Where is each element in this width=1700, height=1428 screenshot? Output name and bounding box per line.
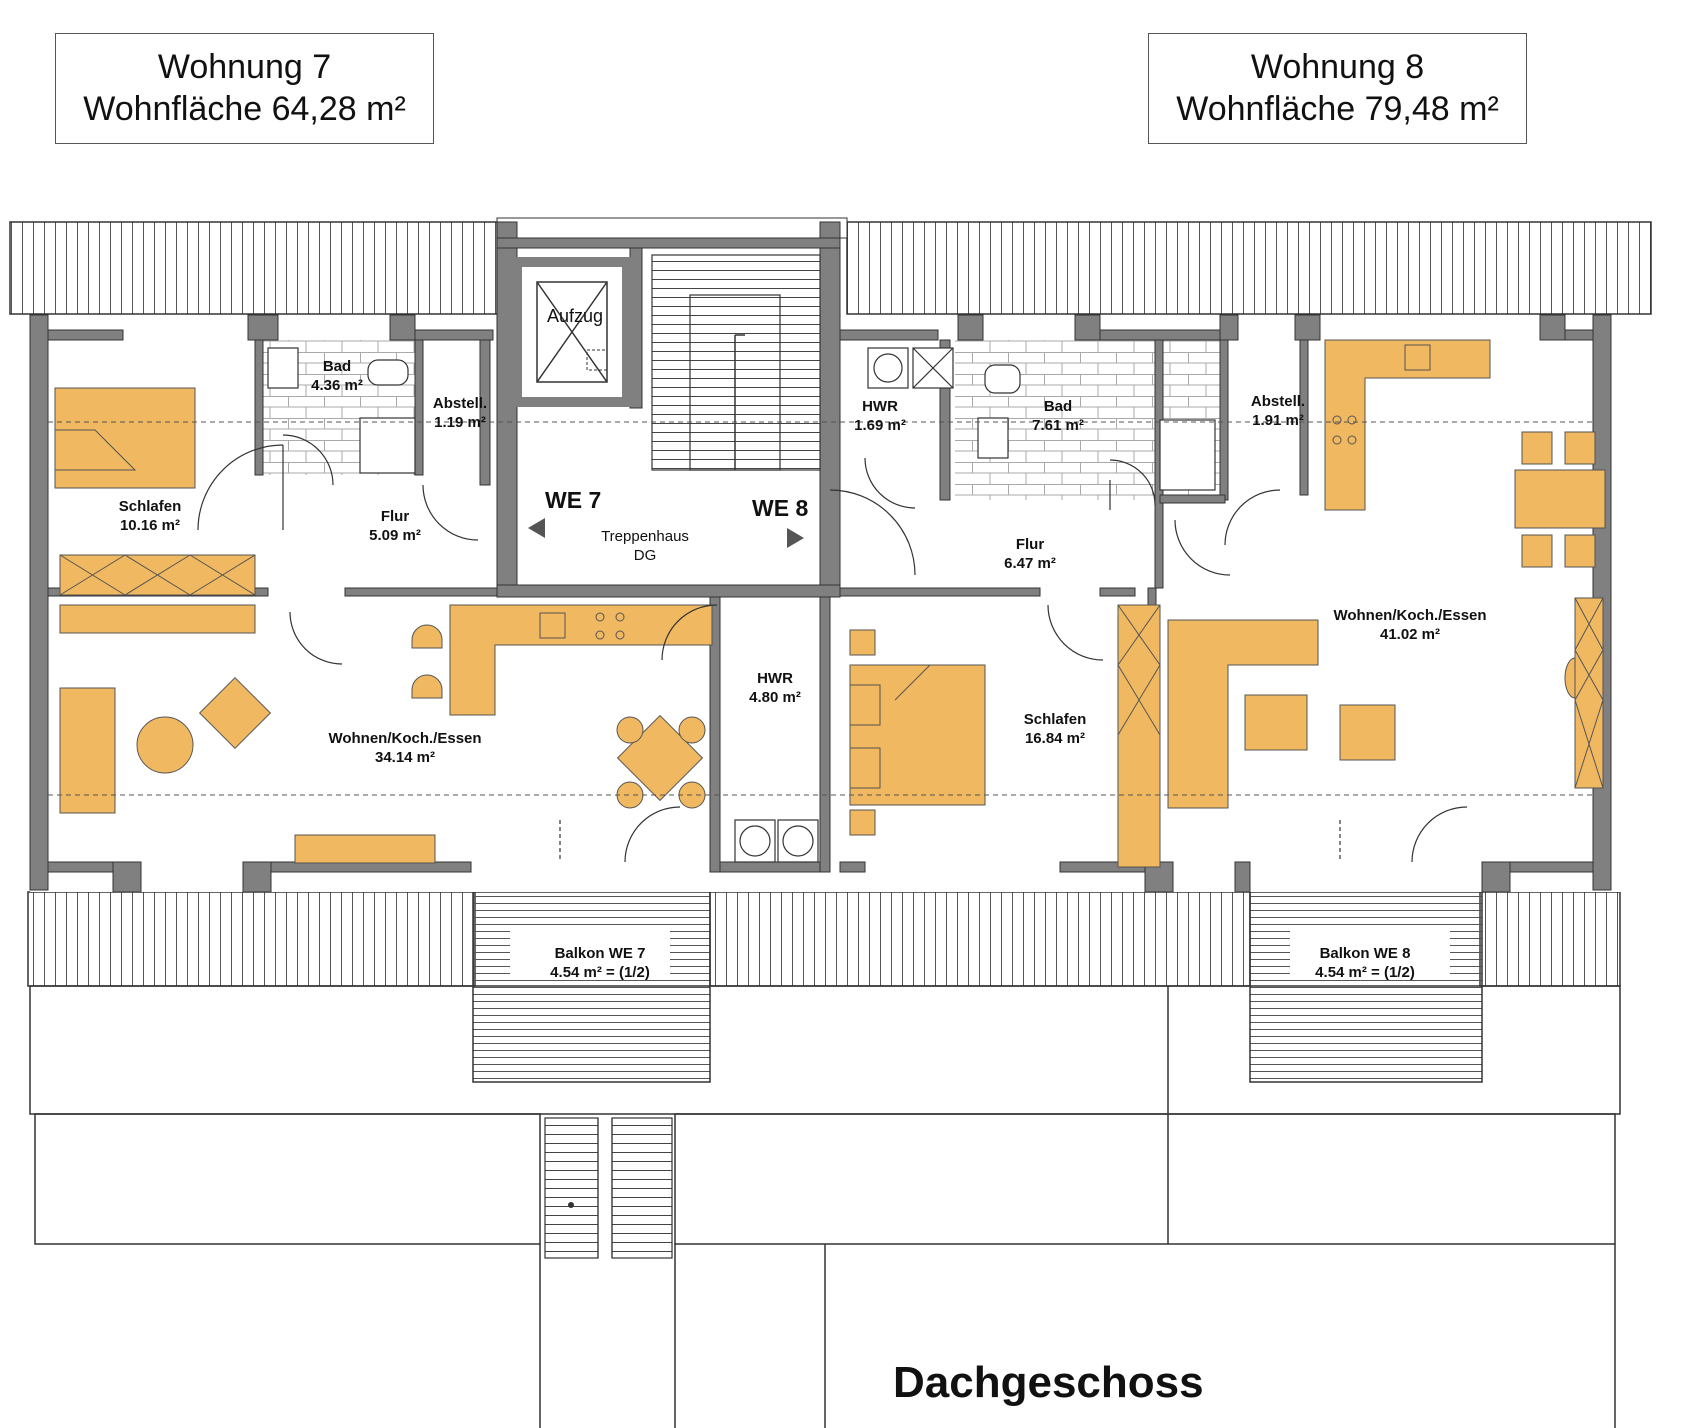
room-we8-abstell: Abstell. 1.91 m²	[1251, 392, 1305, 430]
room-we7-bad: Bad 4.36 m²	[311, 357, 363, 395]
room-name: HWR	[862, 398, 898, 415]
stairwell-name: Treppenhaus	[601, 528, 689, 545]
room-we8-bad: Bad 7.61 m²	[1032, 397, 1084, 435]
room-area: 5.09 m²	[369, 527, 421, 544]
balcony-area: 4.54 m² = (1/2)	[550, 964, 650, 981]
room-name: Wohnen/Koch./Essen	[1333, 607, 1487, 624]
room-area: 1.19 m²	[434, 414, 486, 431]
room-name: Schlafen	[1023, 711, 1087, 728]
room-name: Flur	[380, 508, 410, 525]
balcony-we7: Balkon WE 7 4.54 m² = (1/2)	[550, 944, 650, 982]
apartment-8-title: Wohnung 8	[1250, 48, 1425, 86]
room-name: Bad	[322, 358, 352, 375]
room-we7-wohnen: Wohnen/Koch./Essen 34.14 m²	[328, 729, 481, 767]
roof-top	[9, 217, 1652, 315]
bath-we7-fixtures	[267, 347, 416, 474]
room-area: 4.80 m²	[749, 689, 801, 706]
room-area: 4.36 m²	[311, 377, 363, 394]
floor-label: Dachgeschoss	[893, 1358, 1204, 1407]
bath-we8-fixtures	[867, 347, 1216, 491]
room-we7-hwr: HWR 4.80 m²	[749, 669, 801, 707]
elevator-shaft	[512, 257, 632, 407]
room-area: 34.14 m²	[374, 749, 436, 766]
room-name: Bad	[1043, 398, 1073, 415]
room-name: HWR	[757, 670, 793, 687]
room-we7-flur: Flur 5.09 m²	[369, 507, 421, 545]
stairwell-level: DG	[633, 547, 657, 564]
room-name: Schlafen	[118, 498, 182, 515]
we7-arrow	[528, 518, 545, 538]
roof-bottom	[27, 891, 1621, 987]
furniture-we8	[849, 431, 1606, 868]
apartment-8-title-box: Wohnung 8 Wohnfläche 79,48 m²	[1148, 33, 1527, 144]
room-we8-schlafen: Schlafen 16.84 m²	[1024, 710, 1087, 748]
room-we8-hwr: HWR 1.69 m²	[854, 397, 906, 435]
slope-lines	[48, 421, 1593, 796]
we8-marker: WE 8	[752, 495, 809, 521]
room-we8-wohnen: Wohnen/Koch./Essen 41.02 m²	[1333, 606, 1486, 644]
apartment-7-area: Wohnfläche 64,28 m²	[83, 90, 406, 128]
lower-roof	[29, 985, 1621, 1428]
we7-marker: WE 7	[545, 487, 602, 513]
stairwell-stairs	[651, 254, 821, 471]
door-swings	[197, 434, 1468, 863]
we8-arrow	[787, 528, 804, 548]
room-name: Abstell.	[432, 395, 488, 412]
apartment-8-area: Wohnfläche 79,48 m²	[1176, 90, 1499, 128]
room-name: Flur	[1015, 536, 1045, 553]
stairwell-label: Treppenhaus DG	[601, 527, 689, 565]
balcony-we8: Balkon WE 8 4.54 m² = (1/2)	[1315, 944, 1415, 982]
room-we7-abstell: Abstell. 1.19 m²	[433, 394, 487, 432]
apartment-7-title: Wohnung 7	[157, 48, 332, 86]
balcony-name: Balkon WE 8	[1319, 945, 1411, 962]
external-stairs	[544, 1117, 673, 1259]
kitchen-we8	[1324, 339, 1491, 511]
room-name: Abstell.	[1250, 393, 1306, 410]
room-area: 6.47 m²	[1004, 555, 1056, 572]
room-area: 1.69 m²	[854, 417, 906, 434]
balconies	[472, 891, 1483, 1083]
room-area: 10.16 m²	[119, 517, 181, 534]
room-we8-flur: Flur 6.47 m²	[1004, 535, 1056, 573]
room-area: 1.91 m²	[1252, 412, 1304, 429]
apartment-7-title-box: Wohnung 7 Wohnfläche 64,28 m²	[55, 33, 434, 144]
furniture-we7	[54, 387, 706, 864]
room-area: 41.02 m²	[1379, 626, 1441, 643]
balcony-name: Balkon WE 7	[554, 945, 646, 962]
room-we7-schlafen: Schlafen 10.16 m²	[119, 497, 182, 535]
room-name: Wohnen/Koch./Essen	[328, 730, 482, 747]
room-area: 16.84 m²	[1024, 730, 1086, 747]
balcony-area: 4.54 m² = (1/2)	[1315, 964, 1415, 981]
washing-machines-we7	[734, 819, 819, 863]
room-area: 7.61 m²	[1032, 417, 1084, 434]
elevator-label: Aufzug	[546, 306, 604, 326]
